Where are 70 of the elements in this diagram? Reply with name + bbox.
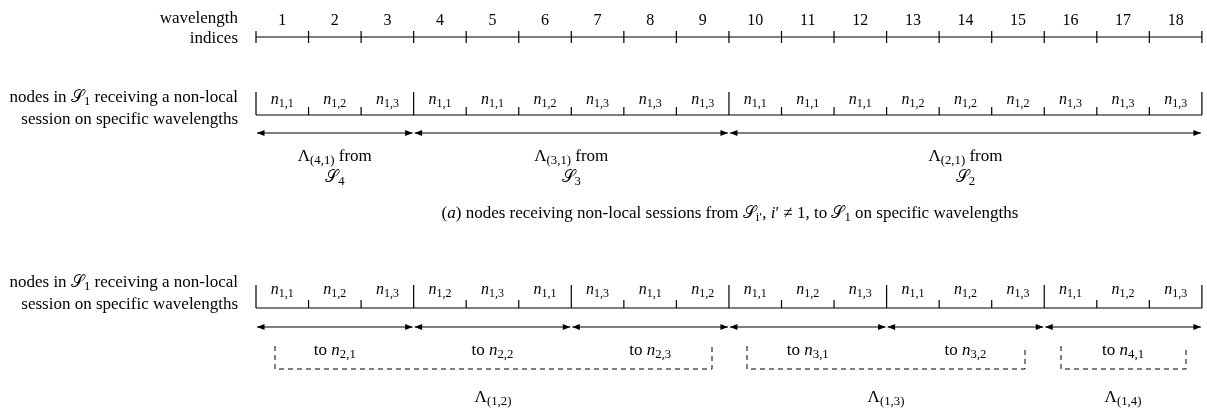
wavelength-index: 3	[383, 10, 392, 30]
node-label: n$_{1,3}$	[691, 89, 715, 111]
row-title: nodes in 𝒮$_{1}$ receiving a non-local session on specific wavelengths	[8, 86, 238, 130]
row-title: nodes in 𝒮$_{1}$ receiving a non-local session on specific wavelengths	[8, 271, 238, 315]
node-label: n$_{1,2}$	[428, 279, 452, 301]
node-label: n$_{1,1}$	[743, 89, 767, 111]
node-label: n$_{1,3}$	[1164, 279, 1188, 301]
destination-label: to n$_{3,2}$	[944, 339, 987, 363]
axis-title: wavelength indices	[158, 8, 238, 48]
wavelength-index: 15	[1009, 10, 1026, 30]
wavelength-index: 13	[904, 10, 921, 30]
set-label: Λ$_{(2,1)}$ from 𝒮$_{2}$	[927, 145, 1004, 187]
wavelength-index: 10	[747, 10, 764, 30]
wavelength-index: 1	[278, 10, 287, 30]
node-label: n$_{1,3}$	[848, 279, 872, 301]
wavelength-index: 5	[488, 10, 497, 30]
wavelength-index: 12	[852, 10, 869, 30]
wavelength-index: 11	[800, 10, 816, 30]
wavelength-index: 9	[698, 10, 707, 30]
node-label: n$_{1,3}$	[375, 279, 399, 301]
node-label: n$_{1,1}$	[270, 89, 294, 111]
node-label: n$_{1,3}$	[586, 89, 610, 111]
node-label: n$_{1,2}$	[323, 89, 347, 111]
destination-label: to n$_{4,1}$	[1102, 339, 1144, 363]
node-label: n$_{1,1}$	[428, 89, 452, 111]
wavelength-index: 14	[957, 10, 974, 30]
node-label: n$_{1,2}$	[901, 89, 925, 111]
node-label: n$_{1,1}$	[480, 89, 504, 111]
node-label: n$_{1,1}$	[848, 89, 872, 111]
wavelength-index: 2	[330, 10, 339, 30]
node-label: n$_{1,1}$	[270, 279, 294, 301]
set-name: Λ$_{(1,2)}$	[474, 386, 512, 410]
node-label: n$_{1,2}$	[323, 279, 347, 301]
node-label: n$_{1,1}$	[638, 279, 662, 301]
node-label: n$_{1,1}$	[796, 89, 820, 111]
destination-label: to n$_{2,1}$	[313, 339, 356, 363]
wavelength-index: 7	[593, 10, 602, 30]
node-label: n$_{1,3}$	[1164, 89, 1188, 111]
set-label: Λ$_{(4,1)}$ from 𝒮$_{4}$	[296, 145, 373, 187]
node-label: n$_{1,3}$	[375, 89, 399, 111]
destination-label: to n$_{2,2}$	[471, 339, 514, 363]
node-label: n$_{1,1}$	[743, 279, 767, 301]
node-label: n$_{1,1}$	[901, 279, 925, 301]
figure-caption: (a) nodes receiving non-local sessions from 𝒮$_{i′}$, i′ ≠ 1, to 𝒮$_{1}$ on specific wavelengths	[441, 202, 1019, 226]
destination-label: to n$_{2,3}$	[629, 339, 672, 363]
node-label: n$_{1,3}$	[480, 279, 504, 301]
set-label: Λ$_{(3,1)}$ from 𝒮$_{3}$	[533, 145, 610, 187]
node-label: n$_{1,1}$	[533, 279, 557, 301]
wavelength-index: 8	[646, 10, 655, 30]
wavelength-index: 18	[1167, 10, 1184, 30]
node-label: n$_{1,2}$	[533, 89, 557, 111]
wavelength-index: 16	[1062, 10, 1079, 30]
node-label: n$_{1,2}$	[796, 279, 820, 301]
node-label: n$_{1,3}$	[1059, 89, 1082, 111]
set-name: Λ$_{(1,4)}$	[1104, 386, 1142, 410]
node-label: n$_{1,1}$	[1059, 279, 1082, 301]
node-label: n$_{1,2}$	[953, 89, 977, 111]
node-label: n$_{1,2}$	[953, 279, 977, 301]
node-label: n$_{1,3}$	[1006, 279, 1030, 301]
node-label: n$_{1,2}$	[1111, 279, 1135, 301]
node-label: n$_{1,3}$	[638, 89, 662, 111]
wavelength-index: 6	[541, 10, 549, 30]
node-label: n$_{1,2}$	[691, 279, 715, 301]
wavelength-index: 17	[1115, 10, 1132, 30]
set-name: Λ$_{(1,3)}$	[867, 386, 905, 410]
node-label: n$_{1,3}$	[586, 279, 610, 301]
node-label: n$_{1,2}$	[1006, 89, 1030, 111]
node-label: n$_{1,3}$	[1111, 89, 1135, 111]
wavelength-index: 4	[435, 10, 444, 30]
destination-label: to n$_{3,1}$	[786, 339, 829, 363]
